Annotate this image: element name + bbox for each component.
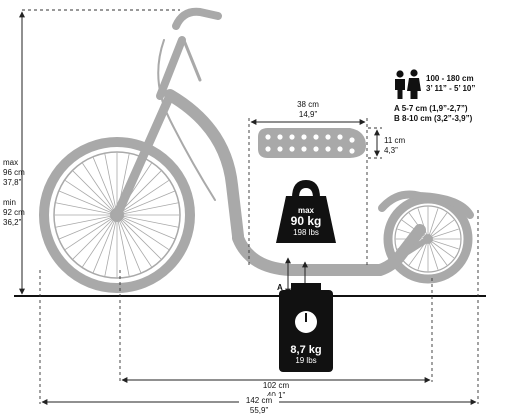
person-icons xyxy=(395,69,421,99)
scooter-silhouette xyxy=(39,7,474,293)
clearance-marker-a: A xyxy=(277,283,283,292)
deck-width-label: 11 cm 4,3” xyxy=(384,136,406,155)
max-load-label: max 90 kg 198 lbs xyxy=(290,206,322,237)
weight-icon xyxy=(276,180,336,243)
weight-label: 8,7 kg 19 lbs xyxy=(290,344,322,365)
handlebar xyxy=(172,7,222,30)
rear-fork xyxy=(395,236,431,261)
fork xyxy=(112,95,173,220)
front-wheel xyxy=(39,137,195,293)
ground-clearance-legend: A 5-7 cm (1,9”-2,7”) B 8-10 cm (3,2”-3,9… xyxy=(394,104,473,123)
guide-lines xyxy=(22,9,479,404)
brake-cable xyxy=(157,39,216,201)
height-max-label: max 96 cm 37,8” xyxy=(3,158,25,187)
brake-lever xyxy=(181,36,202,82)
scale-icon xyxy=(279,283,333,372)
height-min-label: min 92 cm 36,2” xyxy=(3,198,25,227)
total-length-label: 142 cm 55,9” xyxy=(239,396,279,416)
rear-fender xyxy=(378,190,474,219)
rider-height-label: 100 - 180 cm 3’ 11” - 5’ 10” xyxy=(426,74,476,93)
deck-length-label: 38 cm 14,9” xyxy=(297,100,319,119)
clearance-marker-b: B xyxy=(294,283,300,292)
deck-top-view xyxy=(258,128,366,158)
steering-tube xyxy=(156,36,186,100)
frame-down-tube xyxy=(164,89,244,242)
